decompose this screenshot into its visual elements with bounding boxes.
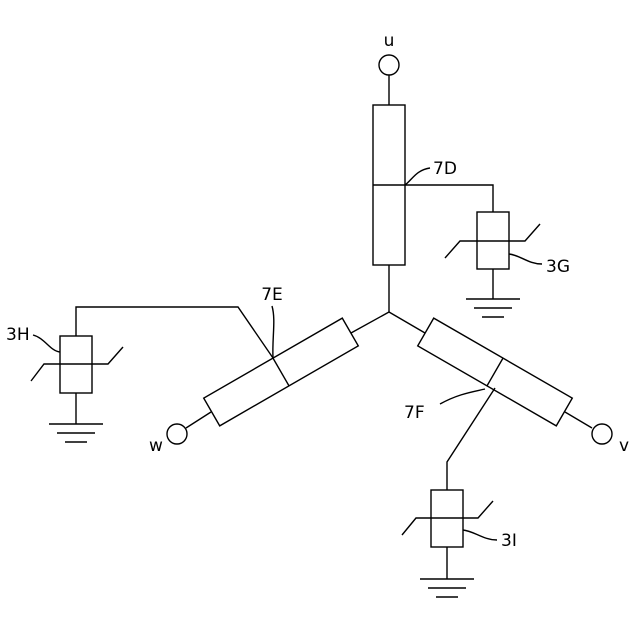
phase-v-branch: v (389, 312, 629, 456)
wire-7f-to-3i (447, 388, 495, 490)
terminal-w-label: w (149, 436, 163, 456)
leader-3g (509, 254, 542, 264)
arrester-3i-label: 3I (501, 531, 517, 551)
terminal-v-label: v (619, 436, 629, 456)
wire-center-to-7e (351, 312, 389, 333)
terminal-u-label: u (384, 31, 395, 51)
wire-7e-to-3h (76, 307, 273, 358)
arrester-3h-label: 3H (6, 325, 30, 345)
leader-7d (405, 168, 430, 185)
leader-3h (33, 335, 60, 352)
wire-center-to-7f (389, 312, 425, 333)
terminal-w (167, 424, 187, 444)
winding-7d-label: 7D (433, 159, 457, 179)
arrester-3g-label: 3G (546, 257, 570, 277)
winding-7e-label: 7E (261, 285, 283, 305)
wire-7e-to-w (186, 412, 211, 428)
leader-7f (440, 389, 485, 404)
phase-u-branch: u (373, 31, 405, 312)
wire-7f-to-v (565, 412, 592, 428)
wire-7d-to-3g (405, 185, 493, 212)
arrester-3h-group: 3H (6, 307, 273, 442)
leader-7e (272, 306, 274, 358)
terminal-v (592, 424, 612, 444)
winding-7f-label: 7F (404, 403, 425, 423)
phase-w-branch: w (149, 312, 389, 456)
terminal-u (379, 55, 399, 75)
ground-icon (420, 579, 474, 597)
arrester-3g-group: 3G (405, 185, 570, 317)
leader-3i (463, 530, 497, 540)
ground-icon (466, 299, 520, 317)
ground-icon (49, 424, 103, 442)
